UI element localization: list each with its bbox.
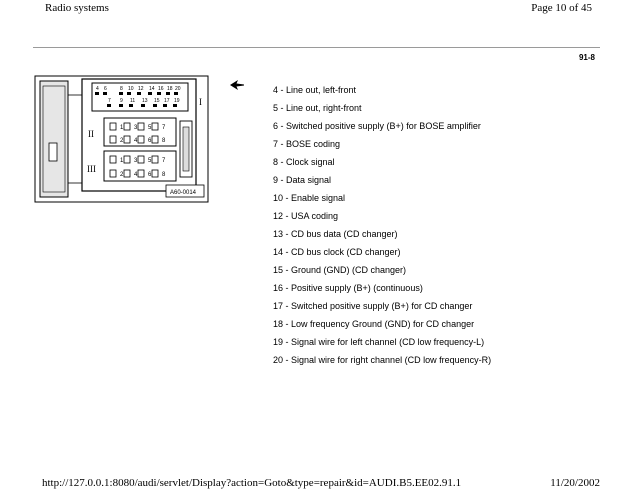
pin-label: 20 bbox=[175, 86, 181, 92]
pin-label: 3 bbox=[134, 125, 138, 131]
lower-grid-labels: 1 3 5 7 2 4 6 8 bbox=[120, 158, 166, 178]
list-item: 4 - Line out, left-front bbox=[273, 85, 357, 95]
list-item: 13 - CD bus data (CD changer) bbox=[273, 229, 398, 239]
pin-label: 2 bbox=[120, 138, 124, 144]
list-item: 18 - Low frequency Ground (GND) for CD c… bbox=[273, 319, 475, 329]
middle-grid-labels: 1 3 5 7 2 4 6 8 bbox=[120, 125, 166, 144]
pin-label: 7 bbox=[162, 158, 166, 164]
pin-label: 10 bbox=[128, 86, 134, 92]
pin-label: 15 bbox=[154, 98, 160, 104]
list-item: 14 - CD bus clock (CD changer) bbox=[273, 247, 401, 257]
pin-label: 17 bbox=[164, 98, 170, 104]
connector-roman-label: II bbox=[88, 129, 94, 139]
connector-roman-label: III bbox=[87, 164, 96, 174]
header-divider bbox=[33, 47, 600, 48]
list-item: 7 - BOSE coding bbox=[273, 139, 341, 149]
list-item: 12 - USA coding bbox=[273, 211, 339, 221]
pin-label: 4 bbox=[134, 172, 138, 178]
pin-label: 5 bbox=[148, 158, 152, 164]
footer-date: 11/20/2002 bbox=[550, 477, 600, 489]
list-item: 19 - Signal wire for left channel (CD lo… bbox=[273, 337, 485, 347]
top-block-numbers: 4 6 8 10 12 14 16 18 20 7 9 11 13 15 17 … bbox=[96, 86, 181, 104]
list-item: 5 - Line out, right-front bbox=[273, 103, 362, 113]
pin-label: 11 bbox=[130, 98, 135, 104]
list-item: 16 - Positive supply (B+) (continuous) bbox=[273, 283, 423, 293]
list-item: 9 - Data signal bbox=[273, 175, 332, 185]
pin-label: 8 bbox=[162, 172, 166, 178]
page-indicator: Page 10 of 45 bbox=[531, 2, 592, 14]
pin-label: 18 bbox=[167, 86, 173, 92]
connector-roman-label: I bbox=[199, 97, 202, 107]
pin-label: 4 bbox=[96, 86, 99, 92]
pin-label: 13 bbox=[142, 98, 148, 104]
list-item: 6 - Switched positive supply (B+) for BO… bbox=[273, 121, 481, 131]
pin-label: 2 bbox=[120, 172, 124, 178]
pin-label: 8 bbox=[120, 86, 123, 92]
pin-label: 6 bbox=[104, 86, 107, 92]
radio-connector-diagram: 4 6 8 10 12 14 16 18 20 7 9 11 13 15 17 … bbox=[34, 75, 209, 203]
pin-label: 14 bbox=[149, 86, 155, 92]
list-item: 20 - Signal wire for right channel (CD l… bbox=[273, 355, 492, 365]
pin-label: 8 bbox=[162, 138, 166, 144]
pin-assignment-list: 4 - Line out, left-front 5 - Line out, r… bbox=[273, 85, 491, 373]
pin-label: 3 bbox=[134, 158, 138, 164]
list-item: 15 - Ground (GND) (CD changer) bbox=[273, 265, 407, 275]
pin-label: 9 bbox=[120, 98, 123, 104]
pin-label: 6 bbox=[148, 138, 152, 144]
pin-label: 7 bbox=[108, 98, 111, 104]
pin-label: 1 bbox=[120, 125, 124, 131]
list-item: 17 - Switched positive supply (B+) for C… bbox=[273, 301, 473, 311]
pin-label: 7 bbox=[162, 125, 166, 131]
pin-label: 12 bbox=[138, 86, 144, 92]
pin-label: 6 bbox=[148, 172, 152, 178]
pin-label: 19 bbox=[174, 98, 180, 104]
pin-label: 5 bbox=[148, 125, 152, 131]
header-title: Radio systems bbox=[45, 2, 109, 14]
footer-url: http://127.0.0.1:8080/audi/servlet/Displ… bbox=[42, 477, 462, 489]
pin-label: 1 bbox=[120, 158, 124, 164]
section-number: 91-8 bbox=[578, 53, 595, 62]
back-arrow-icon[interactable] bbox=[229, 79, 245, 91]
pin-label: 16 bbox=[158, 86, 164, 92]
list-item: 8 - Clock signal bbox=[273, 157, 335, 167]
diagram-id-label: A60-0014 bbox=[170, 190, 197, 196]
pin-label: 4 bbox=[134, 138, 138, 144]
list-item: 10 - Enable signal bbox=[273, 193, 346, 203]
